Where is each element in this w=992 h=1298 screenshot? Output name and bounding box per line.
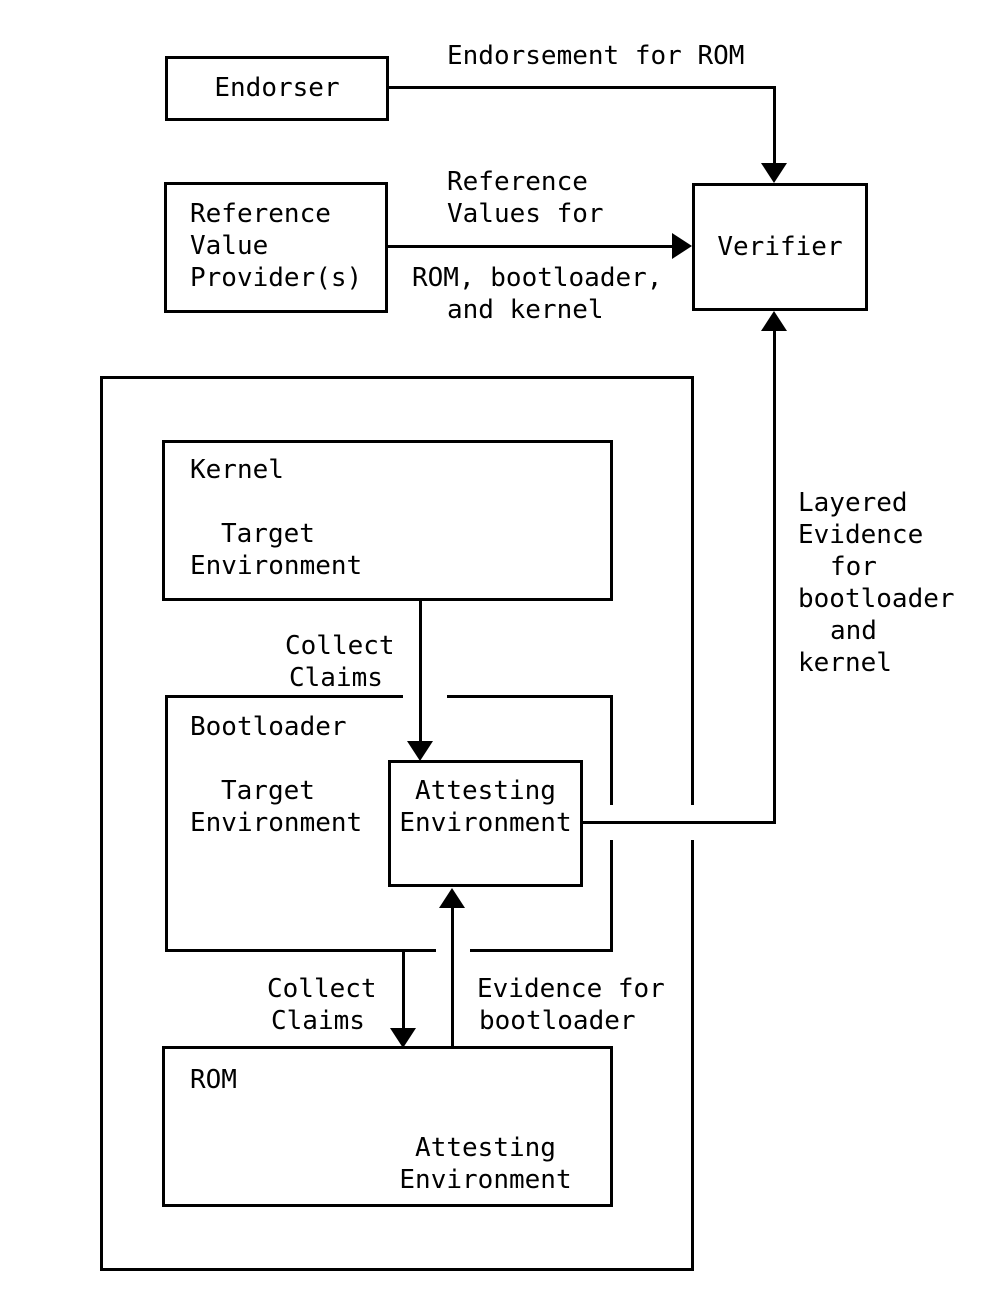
kernel-box (162, 440, 613, 601)
reference-values-edge-label: Reference (447, 167, 588, 197)
layered-evidence-label-line: bootloader (798, 584, 955, 614)
reference-values-edge-label: ROM, bootloader, (412, 263, 663, 293)
reference-values-edge-label: Values for (447, 199, 604, 229)
bootloader-role-line: Target (221, 776, 315, 806)
endorsement-edge-line (388, 86, 776, 89)
rom-box (162, 1046, 613, 1207)
collect-claims-kernel-label: Collect (285, 631, 395, 661)
evidence-for-bootloader-edge-line (451, 906, 454, 1046)
endorser-label: Endorser (214, 73, 340, 103)
collect-claims-bootloader-label: Collect (267, 974, 377, 1004)
rvp-label-line: Provider(s) (190, 263, 363, 293)
rvp-label-line: Reference (190, 199, 331, 229)
rom-attesting-env-line: Environment (399, 1165, 572, 1195)
bootloader-attesting-environment-box (388, 760, 583, 887)
collect-claims-bootloader-edge-line (402, 951, 405, 1029)
arrowhead-collect-claims-bootloader (390, 1028, 416, 1048)
rvp-label-line: Value (190, 231, 269, 261)
arrowhead-into-verifier-top (761, 163, 787, 183)
layered-evidence-label-line: for (830, 552, 877, 582)
evidence-for-bootloader-label: Evidence for (477, 974, 665, 1004)
rom-attesting-env-line: Attesting (415, 1133, 556, 1163)
arrowhead-into-verifier-bottom (761, 311, 787, 331)
kernel-role-line: Target (221, 519, 315, 549)
endorser-box (165, 56, 389, 121)
arrowhead-collect-claims-kernel (407, 741, 433, 761)
endorsement-edge-line (773, 86, 776, 165)
verifier-label: Verifier (717, 232, 843, 262)
reference-values-edge-line (387, 245, 673, 248)
collect-claims-bootloader-label: Claims (271, 1006, 365, 1036)
evidence-for-bootloader-label: bootloader (479, 1006, 636, 1036)
reference-values-edge-label: and kernel (447, 295, 604, 325)
endorsement-edge-label: Endorsement for ROM (447, 41, 745, 71)
bootloader-role-line: Environment (190, 808, 363, 838)
collect-claims-kernel-edge-line (419, 600, 422, 742)
layered-evidence-edge-line (582, 821, 776, 824)
reference-value-provider-box (164, 182, 388, 313)
bootloader-title: Bootloader (190, 712, 347, 742)
layered-evidence-edge-line (773, 329, 776, 824)
layered-evidence-label-line: Layered (798, 488, 908, 518)
kernel-title: Kernel (190, 455, 284, 485)
layered-evidence-label-line: Evidence (798, 520, 924, 550)
kernel-role-line: Environment (190, 551, 363, 581)
verifier-box (692, 183, 868, 311)
rom-title: ROM (190, 1065, 237, 1095)
layered-evidence-label-line: and (830, 616, 877, 646)
collect-claims-kernel-label: Claims (289, 663, 383, 693)
bootloader-attesting-env-line: Environment (399, 808, 572, 838)
layered-evidence-label-line: kernel (798, 648, 892, 678)
border-gap (403, 692, 447, 700)
arrowhead-into-verifier-left (672, 233, 692, 259)
bootloader-attesting-env-line: Attesting (415, 776, 556, 806)
arrowhead-evidence-for-bootloader (439, 888, 465, 908)
